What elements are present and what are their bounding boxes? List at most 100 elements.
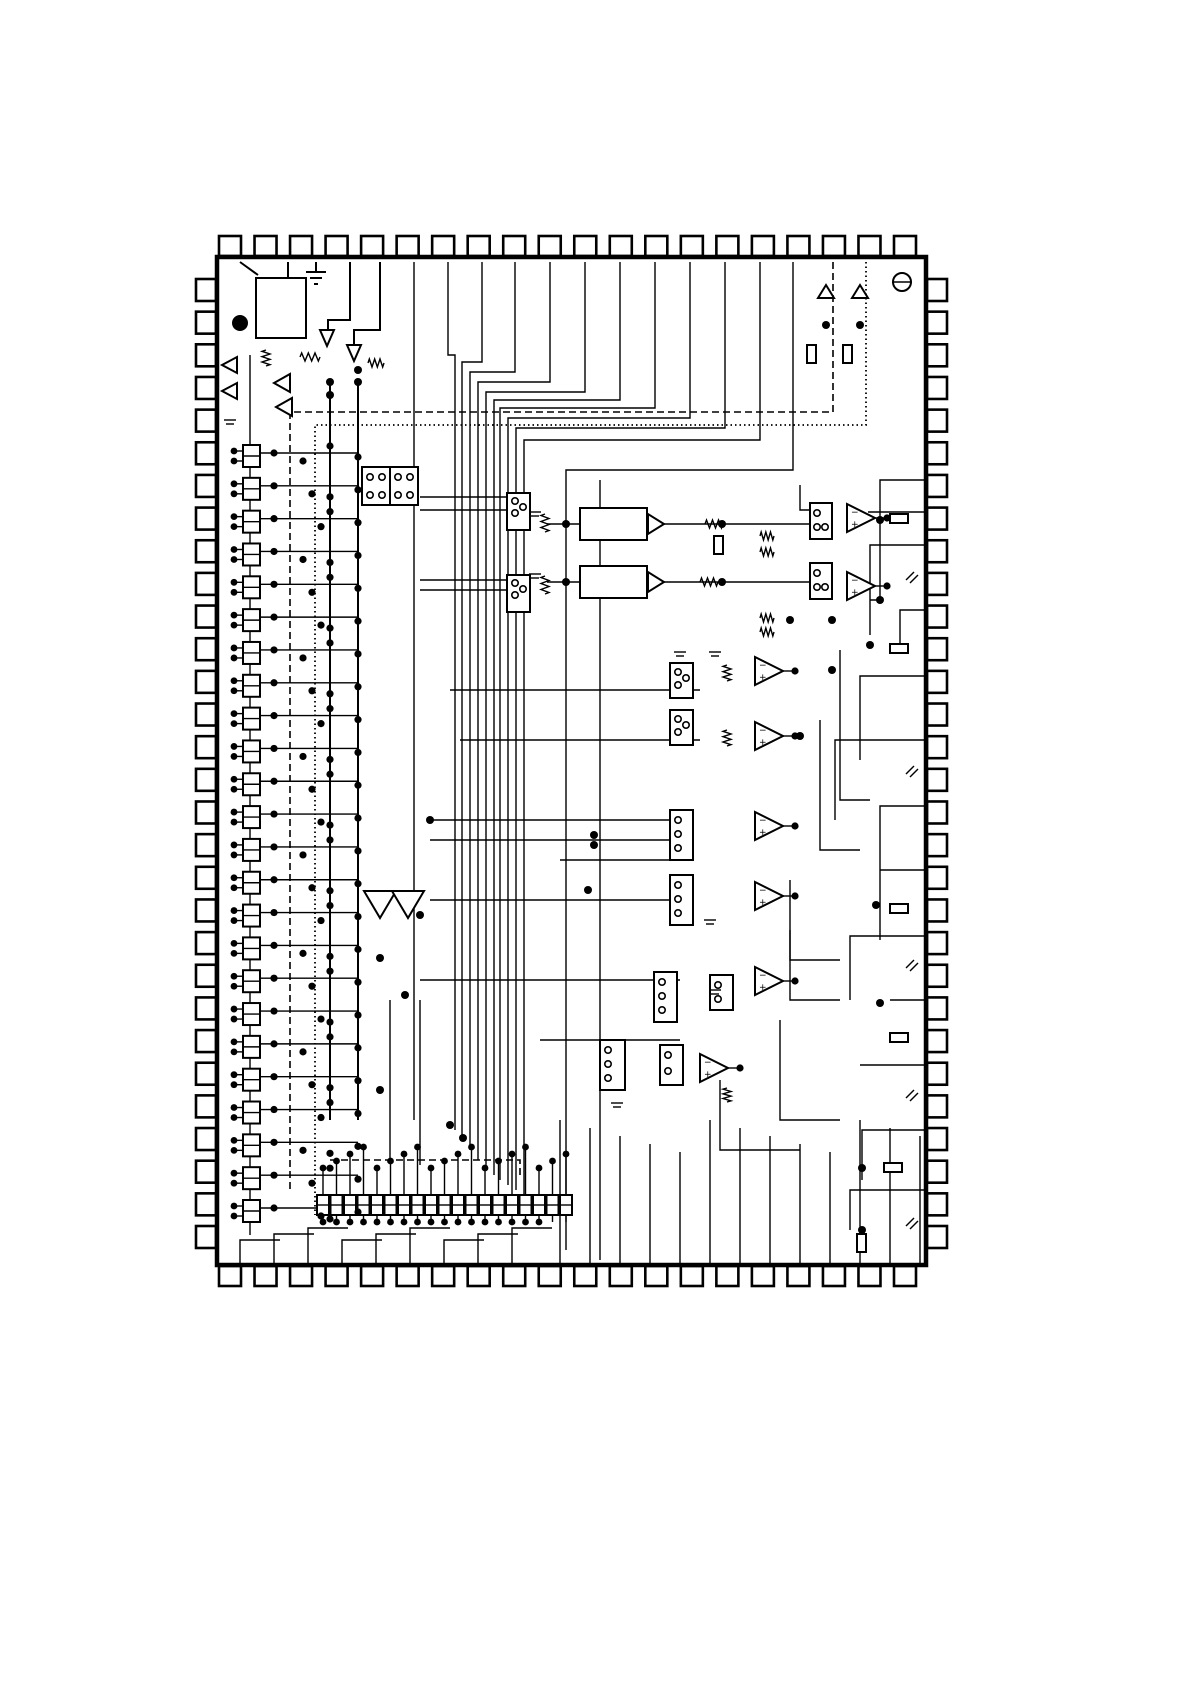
switch-contact	[822, 584, 828, 590]
junction-dot	[231, 677, 238, 684]
junction-dot	[482, 1165, 489, 1172]
junction-dot	[876, 999, 884, 1007]
top-pin	[432, 236, 454, 256]
switch-contact	[395, 474, 401, 480]
top-pin	[681, 236, 703, 256]
bottom-pin	[858, 1266, 880, 1286]
left-pin	[196, 1128, 216, 1150]
bottom-pin	[645, 1266, 667, 1286]
switch-contact	[520, 504, 526, 510]
junction-dot	[270, 1139, 277, 1146]
junction-dot	[376, 954, 384, 962]
left-pin	[196, 475, 216, 497]
op-amp-plus-mark: +	[759, 738, 767, 748]
junction-dot	[231, 458, 238, 465]
junction-dot	[231, 743, 238, 750]
junction-dot	[326, 705, 333, 712]
junction-dot	[354, 880, 361, 887]
junction-dot	[270, 581, 277, 588]
junction-dot	[347, 1151, 354, 1158]
reference-block	[256, 278, 306, 338]
junction-dot	[231, 720, 238, 727]
op-amp-minus-mark: −	[851, 508, 859, 518]
junction-dot	[360, 1144, 367, 1151]
right-pin	[927, 573, 947, 595]
junction-dot	[562, 520, 570, 528]
wire	[870, 545, 926, 635]
op-amp-plus-mark: +	[704, 1070, 712, 1080]
junction-dot	[231, 546, 238, 553]
wire	[354, 262, 380, 346]
reference-buffer	[852, 285, 868, 298]
right-pin	[927, 344, 947, 366]
junction-dot	[317, 1212, 324, 1219]
top-pin	[752, 236, 774, 256]
junction-dot	[354, 585, 361, 592]
junction-dot	[590, 841, 598, 849]
junction-dot	[326, 559, 333, 566]
junction-dot	[401, 1151, 408, 1158]
junction-dot	[326, 391, 334, 399]
junction-dot	[326, 442, 333, 449]
junction-dot	[426, 816, 434, 824]
junction-dot	[401, 991, 409, 999]
junction-dot	[354, 453, 361, 460]
left-pin	[196, 638, 216, 660]
junction-dot	[231, 1114, 238, 1121]
switch-contact	[665, 1052, 671, 1058]
junction-dot	[231, 1137, 238, 1144]
switch-contact	[822, 524, 828, 530]
junction-dot	[414, 1144, 421, 1151]
junction-dot	[374, 1165, 381, 1172]
junction-dot	[354, 847, 361, 854]
bottom-pin	[716, 1266, 738, 1286]
junction-dot	[308, 687, 315, 694]
passive-components	[224, 345, 918, 1252]
top-pin	[290, 236, 312, 256]
switch-block-j	[710, 975, 733, 1010]
junction-dot	[231, 579, 238, 586]
top-pin	[858, 236, 880, 256]
junction-dot	[536, 1219, 543, 1226]
bias-node-icon	[232, 315, 248, 331]
right-pin	[927, 1095, 947, 1117]
op-amp-plus-mark: +	[759, 983, 767, 993]
junction-dot	[231, 884, 238, 891]
junction-dot	[231, 1213, 238, 1220]
capacitor-icon	[890, 514, 908, 523]
wire	[780, 1020, 840, 1120]
junction-dot	[299, 556, 306, 563]
switch-contact	[683, 675, 689, 681]
junction-dot	[270, 712, 277, 719]
right-pin	[927, 932, 947, 954]
wire	[720, 1080, 800, 1150]
ground-icon	[910, 769, 918, 777]
junction-dot	[308, 589, 315, 596]
junction-dot	[231, 1104, 238, 1111]
junction-dot	[354, 650, 361, 657]
switch-contact	[395, 492, 401, 498]
junction-dot	[590, 831, 598, 839]
left-switch-array	[233, 445, 358, 1222]
junction-dot	[455, 1219, 462, 1226]
junction-dot	[414, 1219, 421, 1226]
junction-dot	[326, 639, 333, 646]
switch-contact	[675, 817, 681, 823]
junction-dot	[231, 490, 238, 497]
junction-dot	[828, 616, 836, 624]
capacitor-icon	[890, 1033, 908, 1042]
junction-dot	[354, 618, 361, 625]
wire	[486, 262, 585, 1170]
junction-dot	[326, 756, 333, 763]
junction-dot	[231, 1048, 238, 1055]
ground-icon	[906, 766, 914, 774]
junction-dot	[231, 1081, 238, 1088]
junction-dot	[796, 732, 804, 740]
op-amp-minus-mark: −	[759, 816, 767, 826]
op-amp-minus-mark: −	[759, 726, 767, 736]
capacitor-icon	[857, 1234, 866, 1252]
bottom-pin	[823, 1266, 845, 1286]
switch-contact	[814, 510, 820, 516]
op-amp-minus-mark: −	[851, 576, 859, 586]
junction-dot	[308, 490, 315, 497]
